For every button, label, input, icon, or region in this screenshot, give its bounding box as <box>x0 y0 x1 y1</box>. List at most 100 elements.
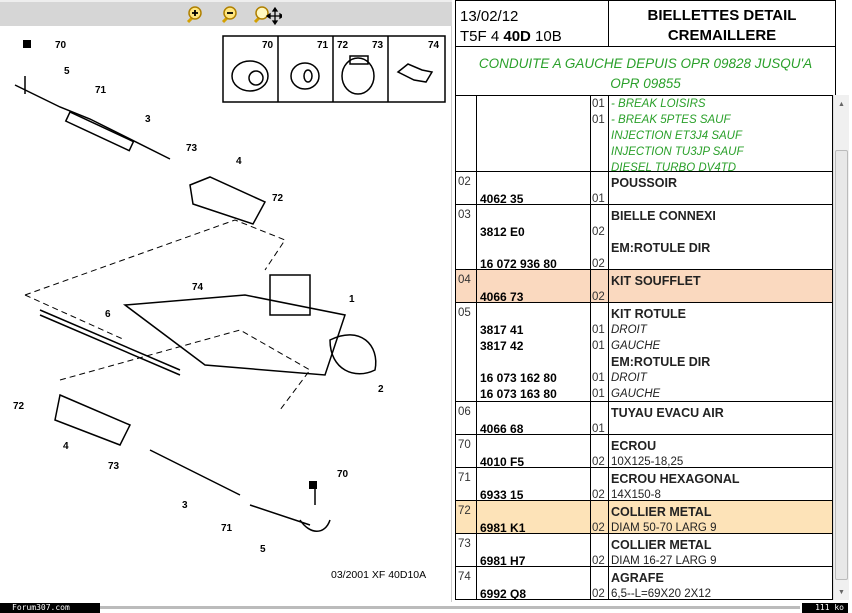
parts-list-panel: 13/02/12 T5F 4 40D 10B BIELLETTES DETAIL… <box>455 0 852 602</box>
zoom-out-icon[interactable] <box>219 5 239 25</box>
quantity: 02 <box>592 291 605 303</box>
model-code: T5F 4 40D 10B <box>460 27 604 47</box>
description: DROIT <box>611 372 647 384</box>
callout-label: 70 <box>337 469 349 480</box>
quantity: 02 <box>592 588 605 600</box>
callout-label: 73 <box>108 461 120 472</box>
description: DROIT <box>611 324 647 336</box>
description: KIT ROTULE <box>611 307 686 321</box>
column-divider <box>590 303 591 401</box>
model-bold: 40D <box>503 28 531 45</box>
column-divider <box>608 468 609 500</box>
zoom-toolbar <box>0 0 452 26</box>
date: 13/02/12 <box>460 8 519 25</box>
callout-label: 1 <box>349 294 355 305</box>
part-number[interactable]: 4010 F5 <box>480 455 525 469</box>
description: GAUCHE <box>611 340 661 352</box>
zoom-in-icon[interactable] <box>184 5 204 25</box>
column-divider <box>476 303 477 401</box>
quantity: 02 <box>592 226 605 238</box>
part-number[interactable]: 4062 35 <box>480 192 524 206</box>
column-divider <box>590 534 591 566</box>
column-divider <box>476 435 477 467</box>
description: DIESEL TURBO DV4TD <box>611 162 737 174</box>
scroll-up-icon[interactable]: ▲ <box>838 101 845 108</box>
ref-number: 74 <box>458 571 471 583</box>
title-line-2: CREMAILLERE <box>667 27 777 44</box>
description: 14X150-8 <box>611 489 661 501</box>
column-divider <box>476 402 477 434</box>
inset-label: 72 <box>337 40 349 51</box>
column-divider <box>608 501 609 533</box>
status-divider <box>100 606 800 609</box>
column-divider <box>590 205 591 269</box>
column-divider <box>590 402 591 434</box>
part-number[interactable]: 16 073 163 80 <box>480 387 557 401</box>
column-divider <box>608 402 609 434</box>
description: POUSSOIR <box>611 176 677 190</box>
callout-label: 2 <box>378 384 384 395</box>
scroll-down-icon[interactable]: ▼ <box>838 589 845 596</box>
part-number[interactable]: 6981 H7 <box>480 554 526 568</box>
quantity: 01 <box>592 193 605 205</box>
ref-number: 06 <box>458 406 471 418</box>
column-divider <box>608 172 609 204</box>
description: - BREAK 5PTES SAUF <box>611 114 731 126</box>
description: EM:ROTULE DIR <box>611 355 711 369</box>
part-number[interactable]: 6981 K1 <box>480 521 526 535</box>
description: DIAM 50-70 LARG 9 <box>611 522 717 534</box>
quantity: 02 <box>592 522 605 534</box>
column-divider <box>590 172 591 204</box>
site-label: Forum307.com <box>0 603 100 613</box>
description: ECROU HEXAGONAL <box>611 472 740 486</box>
scrollbar-thumb[interactable] <box>835 150 848 580</box>
description: TUYAU EVACU AIR <box>611 406 724 420</box>
part-number[interactable]: 3817 41 <box>480 323 524 337</box>
part-number[interactable]: 16 072 936 80 <box>480 257 557 271</box>
description: - BREAK LOISIRS <box>611 98 706 110</box>
part-number[interactable]: 3817 42 <box>480 339 524 353</box>
scrollbar[interactable]: ▲ ▼ <box>833 95 849 600</box>
part-number[interactable]: 16 073 162 80 <box>480 371 557 385</box>
column-divider <box>608 435 609 467</box>
table-row[interactable]: 74 AGRAFE 6992 Q8 02 6,5--L=69X20 2X12 <box>456 567 832 600</box>
column-divider <box>608 95 609 171</box>
part-number[interactable]: 4066 73 <box>480 290 524 304</box>
quantity: 02 <box>592 456 605 468</box>
part-number[interactable]: 6992 Q8 <box>480 587 527 600</box>
ref-number: 05 <box>458 307 471 319</box>
part-number[interactable]: 3812 E0 <box>480 225 525 239</box>
model-suffix: 10B <box>530 28 562 45</box>
column-divider <box>476 501 477 533</box>
callout-label: 4 <box>236 156 242 167</box>
pan-zoom-icon[interactable] <box>252 5 282 25</box>
column-divider <box>590 468 591 500</box>
quantity: 01 <box>592 340 605 352</box>
callout-label: 74 <box>192 282 204 293</box>
model-prefix: T5F 4 <box>460 28 504 45</box>
description: AGRAFE <box>611 571 664 585</box>
column-divider <box>590 270 591 302</box>
description: BIELLE CONNEXI <box>611 209 716 223</box>
part-number[interactable]: 4066 68 <box>480 422 524 436</box>
column-divider <box>476 534 477 566</box>
callout-label: 72 <box>272 193 284 204</box>
ref-number: 04 <box>458 274 471 286</box>
description: 6,5--L=69X20 2X12 <box>611 588 712 600</box>
part-number[interactable]: 6933 15 <box>480 488 524 502</box>
quantity: 01 <box>592 98 605 110</box>
column-divider <box>590 95 591 171</box>
column-divider <box>476 567 477 599</box>
column-divider <box>608 534 609 566</box>
